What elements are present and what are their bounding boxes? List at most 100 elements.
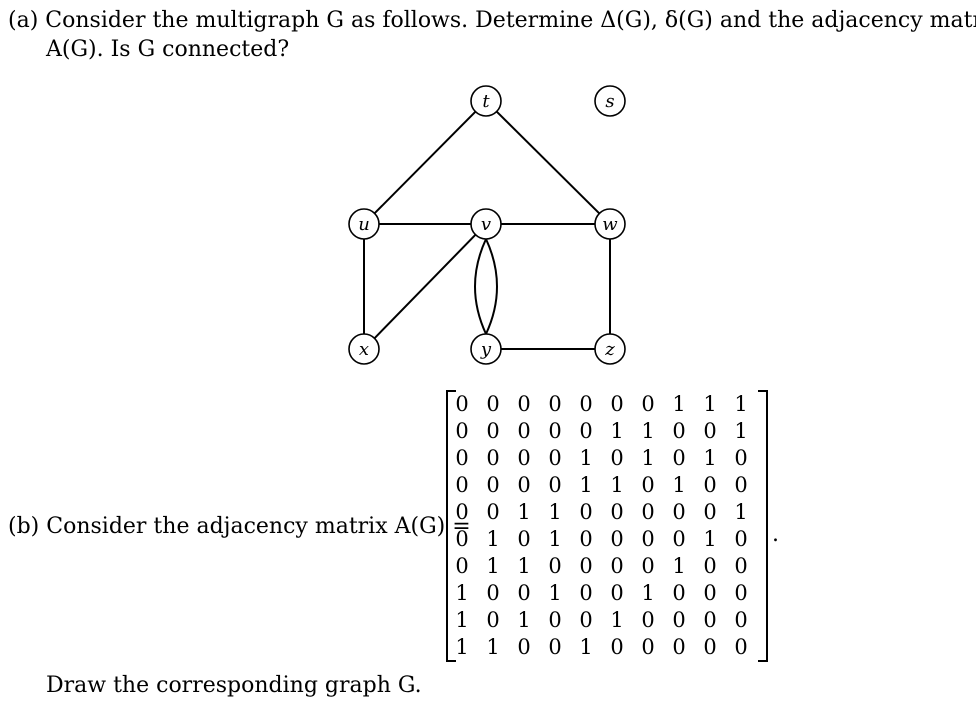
matrix-cell: 0 xyxy=(455,473,469,497)
matrix-cell: 1 xyxy=(455,608,469,632)
matrix-cell: 1 xyxy=(641,446,655,470)
vertex-label: x xyxy=(359,339,369,360)
matrix-cell: 0 xyxy=(641,392,655,416)
matrix-cell: 0 xyxy=(641,554,655,578)
matrix-cell: 0 xyxy=(734,581,748,605)
matrix-cell: 0 xyxy=(610,446,624,470)
vertex-circle xyxy=(470,333,502,365)
vertex-x: x xyxy=(348,333,380,365)
matrix-cell: 0 xyxy=(455,500,469,524)
part-b-draw-instruction: Draw the corresponding graph G. xyxy=(46,673,422,698)
matrix-cell: 1 xyxy=(455,635,469,659)
matrix-cell: 0 xyxy=(610,500,624,524)
matrix-cell: 0 xyxy=(672,419,686,443)
matrix-cell: 1 xyxy=(517,500,531,524)
matrix-cell: 0 xyxy=(703,419,717,443)
vertex-w: w xyxy=(594,208,626,240)
vertex-y: y xyxy=(470,333,502,365)
matrix-cell: 0 xyxy=(517,419,531,443)
matrix-cell: 0 xyxy=(455,554,469,578)
matrix-cell: 0 xyxy=(517,527,531,551)
matrix-cell: 0 xyxy=(703,635,717,659)
edge-v-y xyxy=(474,238,487,335)
matrix-cell: 0 xyxy=(641,608,655,632)
matrix-cell: 0 xyxy=(641,473,655,497)
matrix-cell: 0 xyxy=(548,392,562,416)
matrix-cell: 0 xyxy=(734,446,748,470)
edge-x-v xyxy=(373,234,477,339)
matrix-cell: 0 xyxy=(548,608,562,632)
matrix-period: . xyxy=(772,522,779,547)
matrix-cell: 0 xyxy=(455,419,469,443)
matrix-cell: 0 xyxy=(579,500,593,524)
matrix-cell: 0 xyxy=(610,392,624,416)
matrix-cell: 1 xyxy=(486,527,500,551)
vertex-circle xyxy=(348,333,380,365)
matrix-cell: 1 xyxy=(610,473,624,497)
vertex-label: v xyxy=(481,214,491,235)
matrix-cell: 0 xyxy=(703,581,717,605)
matrix-cell: 1 xyxy=(579,473,593,497)
matrix-cell: 1 xyxy=(672,473,686,497)
matrix-cell: 0 xyxy=(486,608,500,632)
matrix-cell: 0 xyxy=(486,500,500,524)
vertex-label: s xyxy=(605,91,614,112)
matrix-cell: 1 xyxy=(455,581,469,605)
matrix-cell: 0 xyxy=(734,527,748,551)
vertex-label: y xyxy=(480,339,492,360)
matrix-cell: 0 xyxy=(703,500,717,524)
vertex-v: v xyxy=(470,208,502,240)
vertex-circle xyxy=(348,208,380,240)
matrix-cell: 0 xyxy=(579,527,593,551)
vertex-u: u xyxy=(348,208,380,240)
vertex-label: t xyxy=(482,91,490,112)
edge-t-u xyxy=(373,110,477,215)
vertex-circle xyxy=(594,208,626,240)
matrix-cell: 1 xyxy=(734,392,748,416)
matrix-cell: 0 xyxy=(703,473,717,497)
matrix-cell: 0 xyxy=(641,500,655,524)
matrix-cell: 0 xyxy=(455,527,469,551)
matrix-cell: 0 xyxy=(486,392,500,416)
vertex-label: w xyxy=(602,214,618,235)
matrix-cell: 0 xyxy=(579,419,593,443)
matrix-right-bracket xyxy=(758,390,768,662)
matrix-cell: 1 xyxy=(517,554,531,578)
matrix-cell: 0 xyxy=(455,446,469,470)
vertex-circle xyxy=(470,208,502,240)
matrix-cell: 0 xyxy=(548,473,562,497)
matrix-cell: 1 xyxy=(579,446,593,470)
matrix-cell: 0 xyxy=(703,554,717,578)
matrix-cell: 0 xyxy=(672,635,686,659)
vertex-z: z xyxy=(594,333,626,365)
matrix-cell: 0 xyxy=(548,554,562,578)
matrix-cell: 1 xyxy=(548,500,562,524)
matrix-cell: 0 xyxy=(548,446,562,470)
matrix-cell: 0 xyxy=(486,473,500,497)
matrix-cell: 0 xyxy=(548,635,562,659)
vertex-t: t xyxy=(470,85,502,117)
vertex-circle xyxy=(594,333,626,365)
vertex-label: u xyxy=(358,214,370,235)
matrix-cell: 0 xyxy=(486,581,500,605)
edge-v-y xyxy=(485,238,498,335)
vertex-circle xyxy=(594,85,626,117)
matrix-cell: 0 xyxy=(486,446,500,470)
matrix-cell: 0 xyxy=(517,446,531,470)
matrix-cell: 1 xyxy=(703,527,717,551)
matrix-cell: 1 xyxy=(703,446,717,470)
matrix-cell: 0 xyxy=(734,608,748,632)
matrix-cell: 1 xyxy=(486,635,500,659)
matrix-cell: 0 xyxy=(610,635,624,659)
matrix-cell: 1 xyxy=(579,635,593,659)
matrix-cell: 0 xyxy=(517,581,531,605)
matrix-cell: 0 xyxy=(672,608,686,632)
matrix-cell: 0 xyxy=(517,473,531,497)
part-a-line1: (a) Consider the multigraph G as follows… xyxy=(8,8,976,33)
vertex-circle xyxy=(470,85,502,117)
matrix-cell: 0 xyxy=(548,419,562,443)
matrix-cell: 0 xyxy=(579,554,593,578)
matrix-cell: 0 xyxy=(455,392,469,416)
matrix-cell: 0 xyxy=(517,392,531,416)
